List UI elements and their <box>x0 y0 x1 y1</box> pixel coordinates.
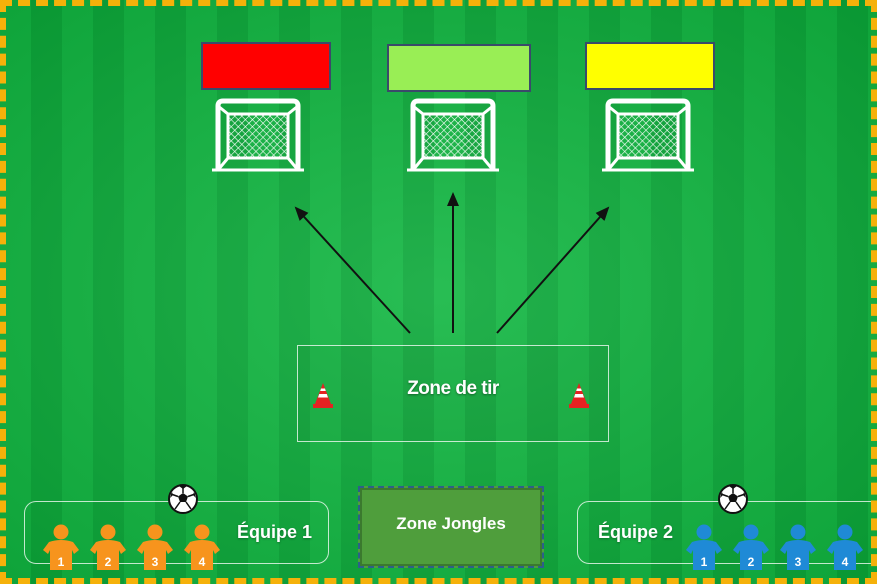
player-number: 2 <box>748 555 755 569</box>
player-icon: 4 <box>826 522 864 572</box>
arrow-right <box>497 208 608 333</box>
juggling-zone-label: Zone Jongles <box>360 514 542 534</box>
cone-icon <box>568 382 590 408</box>
player-number: 4 <box>199 555 206 569</box>
soccer-ball-icon <box>167 483 199 515</box>
player-number: 1 <box>58 555 65 569</box>
player-icon: 3 <box>136 522 174 572</box>
player-number: 1 <box>701 555 708 569</box>
player-icon: 1 <box>42 522 80 572</box>
team-1-label: Équipe 1 <box>237 522 312 543</box>
shooting-zone: Zone de tir <box>297 345 609 442</box>
player-number: 2 <box>105 555 112 569</box>
player-number: 4 <box>842 555 849 569</box>
player-number: 3 <box>152 555 159 569</box>
shooting-zone-label: Zone de tir <box>298 378 608 400</box>
player-number: 3 <box>795 555 802 569</box>
player-icon: 2 <box>732 522 770 572</box>
player-icon: 4 <box>183 522 221 572</box>
player-icon: 3 <box>779 522 817 572</box>
player-icon: 2 <box>89 522 127 572</box>
arrow-left <box>296 208 410 333</box>
team-2-label: Équipe 2 <box>598 522 673 543</box>
soccer-ball-icon <box>717 483 749 515</box>
player-icon: 1 <box>685 522 723 572</box>
juggling-zone: Zone Jongles <box>358 486 544 568</box>
